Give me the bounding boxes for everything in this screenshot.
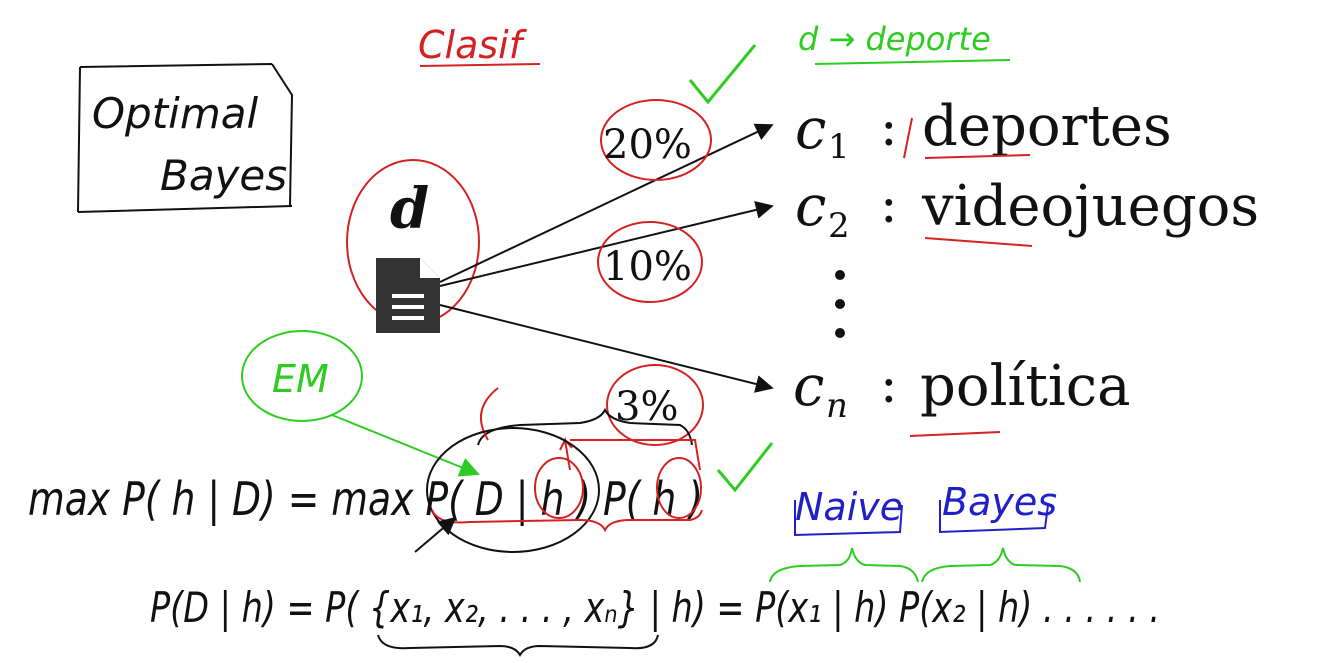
optimal-bayes-box	[77, 63, 294, 213]
likelihood-circle	[426, 427, 600, 553]
check-icon	[716, 442, 774, 493]
prob-circle-2	[597, 221, 703, 303]
class-cn-sym: c	[793, 354, 824, 419]
class-c1-colon: :	[880, 98, 898, 158]
prob-2: 10%	[603, 244, 692, 290]
class-cn: c n : política	[793, 354, 1131, 437]
naive-bracket	[794, 500, 903, 537]
green-note: d → deporte	[798, 20, 991, 58]
arrow-to-c1	[439, 123, 774, 283]
class-cn-name: política	[920, 354, 1131, 419]
class-c2-colon: :	[880, 175, 898, 235]
optimal-label: Optimal	[92, 89, 259, 138]
clasif-underline	[419, 63, 541, 67]
arrow-to-cn	[439, 304, 774, 393]
h-red-circle-2	[656, 457, 702, 519]
red-arc	[480, 387, 499, 441]
prob-circle-1	[600, 99, 712, 181]
class-c2: c 2 : videojuegos	[795, 174, 1259, 247]
document-label: d	[390, 176, 429, 242]
pointer-arrow	[414, 516, 457, 553]
ellipsis-dot	[835, 270, 845, 280]
class-c2-sym: c	[795, 174, 826, 239]
green-note-underline	[814, 59, 1011, 65]
arrow-to-c2	[439, 201, 774, 287]
formula-1: max P( h | D) = max P( D | h ) P( h )	[28, 472, 703, 527]
class-c1-sym: c	[795, 97, 826, 162]
formula2-underbrace	[377, 634, 659, 658]
class-cn-colon: :	[880, 355, 898, 415]
clasif-label: Clasif	[418, 23, 528, 67]
green-brace-right	[921, 547, 1081, 583]
class-cn-sub: n	[826, 386, 848, 426]
h-red-circle-1	[534, 457, 584, 519]
class-c1-name: deportes	[922, 94, 1172, 159]
class-c2-name: videojuegos	[921, 174, 1259, 239]
prob-1: 20%	[603, 122, 692, 168]
bayes-bracket	[939, 500, 1049, 534]
em-label: EM	[272, 357, 329, 401]
green-brace-left	[769, 547, 919, 583]
bayes-box-label: Bayes	[160, 151, 287, 200]
class-c2-sub: 2	[828, 206, 850, 246]
check-icon	[688, 44, 757, 105]
class-c1: c 1 : deportes	[795, 94, 1172, 167]
naive-label: Naive	[795, 485, 903, 529]
formula-2: P(D | h) = P( {x₁, x₂, . . . , xₙ} | h) …	[150, 583, 1160, 632]
document-icon	[376, 258, 440, 333]
em-circle	[241, 330, 363, 422]
ellipsis-dot	[835, 328, 845, 338]
arrow-icon	[331, 414, 480, 477]
bayes-label: Bayes	[942, 480, 1057, 524]
prob-circle-3	[606, 364, 704, 446]
ellipsis-dot	[835, 299, 845, 309]
class-c1-sub: 1	[828, 127, 850, 167]
red-bracket	[570, 439, 701, 471]
